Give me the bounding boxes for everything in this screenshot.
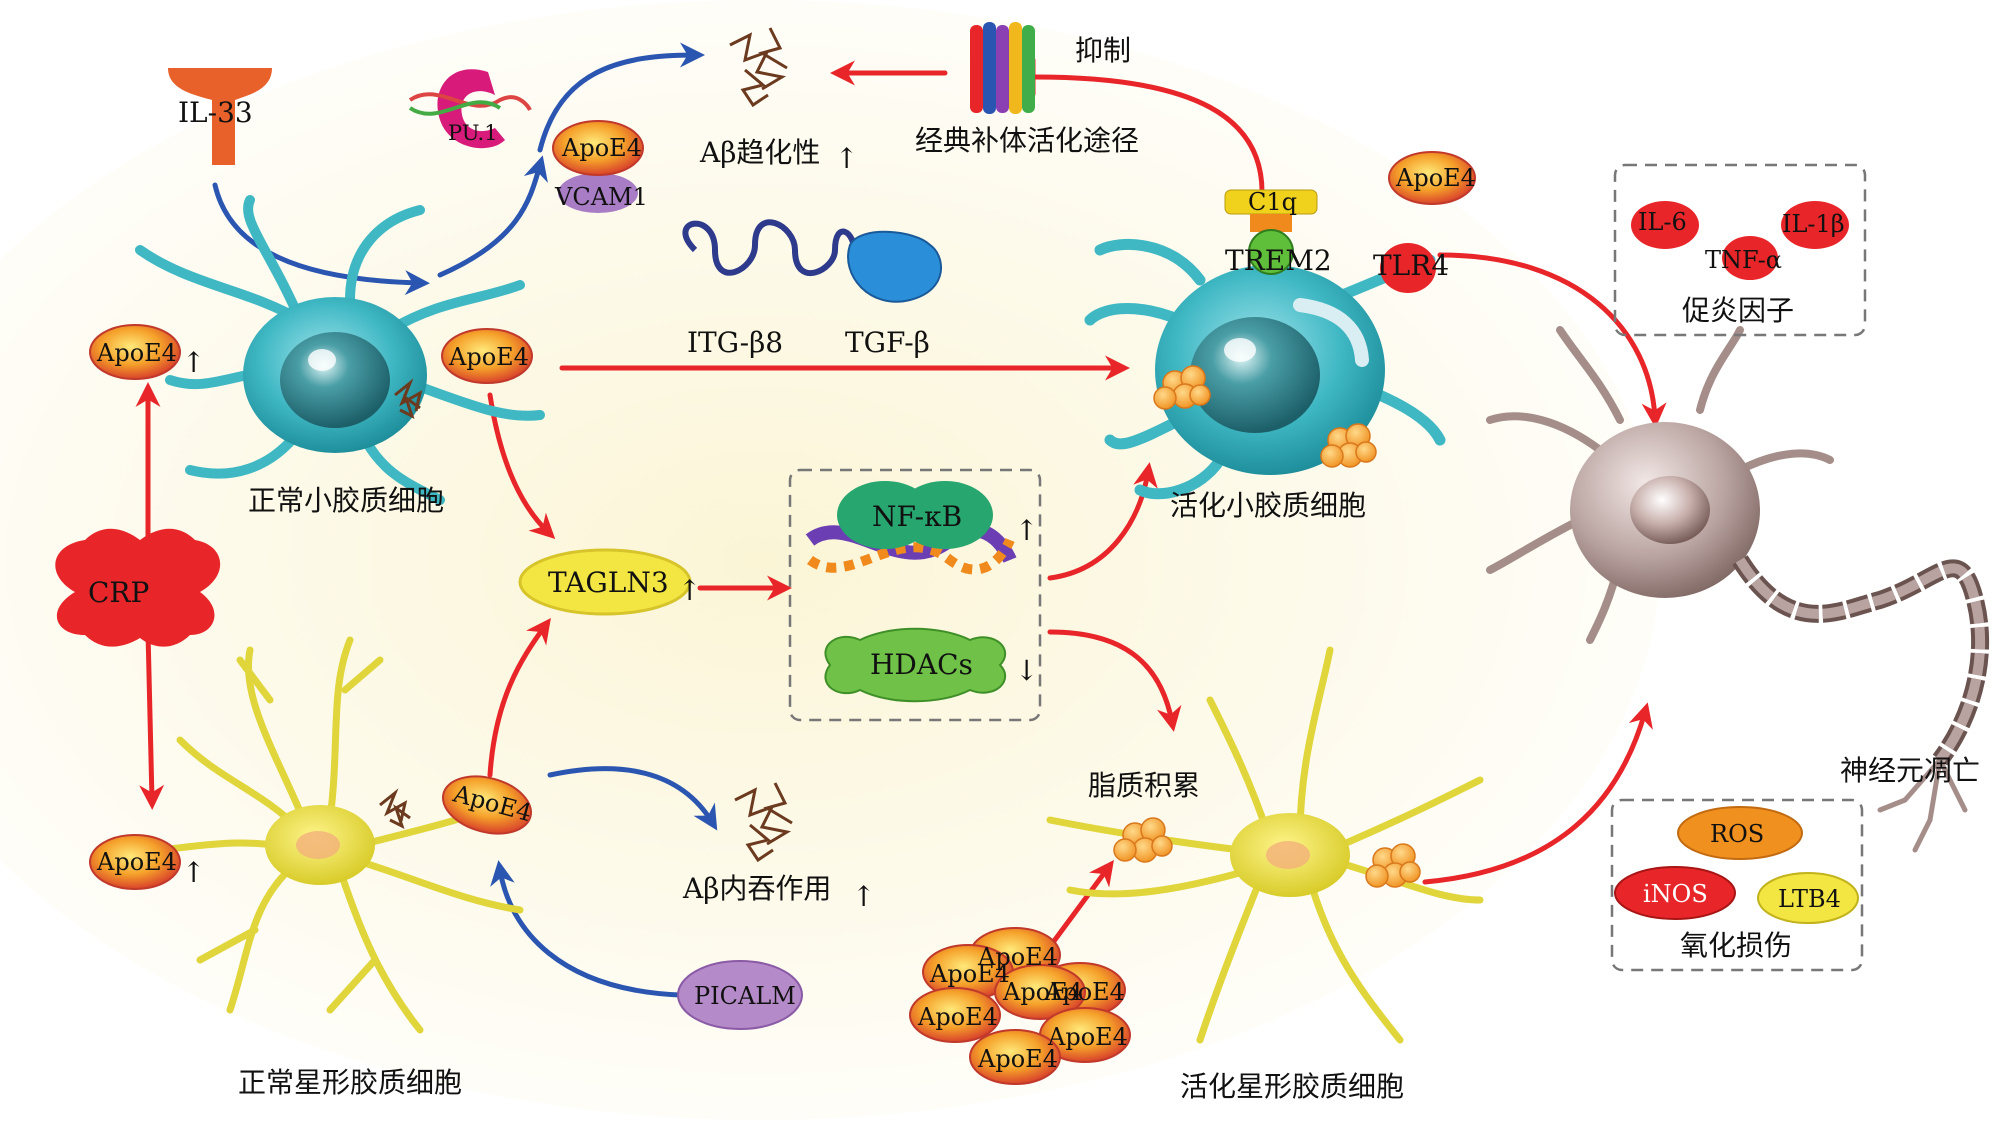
apoe4-cluster-label-5: ApoE4 bbox=[917, 1003, 998, 1031]
abeta-endocytosis-up-arrow: ↑ bbox=[852, 880, 875, 913]
complement-columns-icon bbox=[970, 22, 1035, 114]
normal-microglia-label: 正常小胶质细胞 bbox=[248, 484, 444, 517]
trem2-label: TREM2 bbox=[1225, 244, 1332, 277]
oxidative-damage-label: 氧化损伤 bbox=[1680, 929, 1792, 962]
abeta-aggregate-bottom bbox=[734, 782, 793, 863]
il33-shape bbox=[168, 68, 272, 165]
crp-label: CRP bbox=[88, 576, 149, 609]
apoe4-up-arrow-left: ↑ bbox=[182, 346, 205, 379]
lipid-accumulation-label: 脂质积累 bbox=[1088, 769, 1200, 802]
apoe4-cluster-label-1: ApoE4 bbox=[977, 943, 1058, 971]
tgfb-label: TGF-β bbox=[845, 326, 930, 359]
ltb4-label: LTB4 bbox=[1778, 885, 1841, 913]
abeta-chemotaxis-up-arrow: ↑ bbox=[835, 142, 858, 175]
inos-shape bbox=[1614, 866, 1736, 920]
hdacs-label: HDACs bbox=[870, 648, 973, 681]
apoe4-cluster-label-4: ApoE4 bbox=[1044, 978, 1125, 1006]
apoe4-label-microglia-left: ApoE4 bbox=[96, 339, 177, 367]
tgfb-shape bbox=[847, 230, 942, 303]
abeta-endocytosis-label: Aβ内吞作用 bbox=[682, 872, 831, 905]
nfkb-shape bbox=[805, 481, 1017, 575]
classical-complement-label: 经典补体活化途径 bbox=[915, 124, 1139, 157]
ros-label: ROS bbox=[1710, 820, 1764, 848]
tagln3-label: TAGLN3 bbox=[548, 566, 669, 599]
apoe4-badges bbox=[89, 120, 1476, 1085]
inhibit-label: 抑制 bbox=[1075, 34, 1131, 67]
apoe4-label-vcam: ApoE4 bbox=[561, 134, 642, 162]
tagln3-up-arrow: ↑ bbox=[678, 574, 701, 607]
ros-shape bbox=[1677, 806, 1803, 860]
activated-astrocyte-label: 活化星形胶质细胞 bbox=[1180, 1070, 1404, 1103]
tagln3-shape bbox=[518, 548, 692, 616]
pu1-label: PU.1 bbox=[448, 121, 498, 145]
apoe4-cluster-label-2: ApoE4 bbox=[929, 960, 1010, 988]
apoe4-cluster-label-3: ApoE4 bbox=[1002, 978, 1083, 1006]
normal-microglia-cell bbox=[135, 195, 545, 505]
tlr4-shape bbox=[1380, 243, 1436, 293]
apoe4-up-arrow-astrocyte: ↑ bbox=[182, 856, 205, 889]
nfkb-label: NF-κB bbox=[872, 500, 962, 533]
vcam1-label: VCAM1 bbox=[554, 183, 648, 211]
trem2-shape bbox=[1248, 229, 1294, 275]
ltb4-shape bbox=[1757, 872, 1859, 924]
picalm-shape bbox=[677, 960, 803, 1030]
apoe4-cluster-label-7: ApoE4 bbox=[977, 1045, 1058, 1073]
apoe4-cluster-label-6: ApoE4 bbox=[1047, 1023, 1128, 1051]
nfkb-up-arrow: ↑ bbox=[1015, 514, 1038, 547]
picalm-label: PICALM bbox=[694, 982, 796, 1010]
il1b-label: IL-1β bbox=[1782, 210, 1845, 238]
activated-astrocyte-cell bbox=[1046, 646, 1484, 1044]
apoe4-label-microglia-right: ApoE4 bbox=[448, 343, 529, 371]
activated-microglia-cell bbox=[1084, 238, 1446, 500]
hdacs-shape bbox=[824, 627, 1007, 703]
activated-microglia-label: 活化小胶质细胞 bbox=[1170, 489, 1366, 522]
neuron-cell bbox=[1486, 326, 1990, 853]
hdacs-down-arrow: ↓ bbox=[1015, 654, 1038, 687]
tlr4-label: TLR4 bbox=[1373, 249, 1449, 282]
normal-astrocyte-label: 正常星形胶质细胞 bbox=[238, 1066, 462, 1099]
abeta-aggregate-top bbox=[729, 27, 788, 108]
oxidative-damage-box bbox=[1610, 798, 1864, 972]
c1q-label: C1q bbox=[1248, 188, 1297, 216]
c1q-neck bbox=[1250, 214, 1292, 232]
text-labels: IL-33 PU.1 ApoE4 VCAM1 Aβ趋化性 ↑ 经典补体活化途径 … bbox=[88, 34, 1980, 1103]
pu1-shape bbox=[437, 69, 505, 149]
inos-label: iNOS bbox=[1643, 880, 1708, 908]
abeta-chemotaxis-label: Aβ趋化性 bbox=[699, 136, 820, 169]
neuron-apoptosis-label: 神经元凋亡 bbox=[1840, 754, 1980, 787]
itgb8-label: ITG-β8 bbox=[687, 326, 783, 359]
apoe4-label-astrocyte-left: ApoE4 bbox=[96, 848, 177, 876]
vcam1-shape bbox=[558, 173, 638, 213]
apoe4-label-activated-microglia: ApoE4 bbox=[1395, 164, 1476, 192]
cytokine-blobs bbox=[1631, 201, 1849, 280]
nfkb-hdac-box bbox=[788, 468, 1042, 722]
proinflammatory-box bbox=[1613, 163, 1867, 337]
il33-label: IL-33 bbox=[178, 96, 253, 129]
tnfa-label: TNF-α bbox=[1705, 246, 1782, 274]
proinflammatory-label: 促炎因子 bbox=[1682, 294, 1794, 327]
crp-shape bbox=[55, 528, 221, 647]
il6-label: IL-6 bbox=[1638, 208, 1687, 236]
